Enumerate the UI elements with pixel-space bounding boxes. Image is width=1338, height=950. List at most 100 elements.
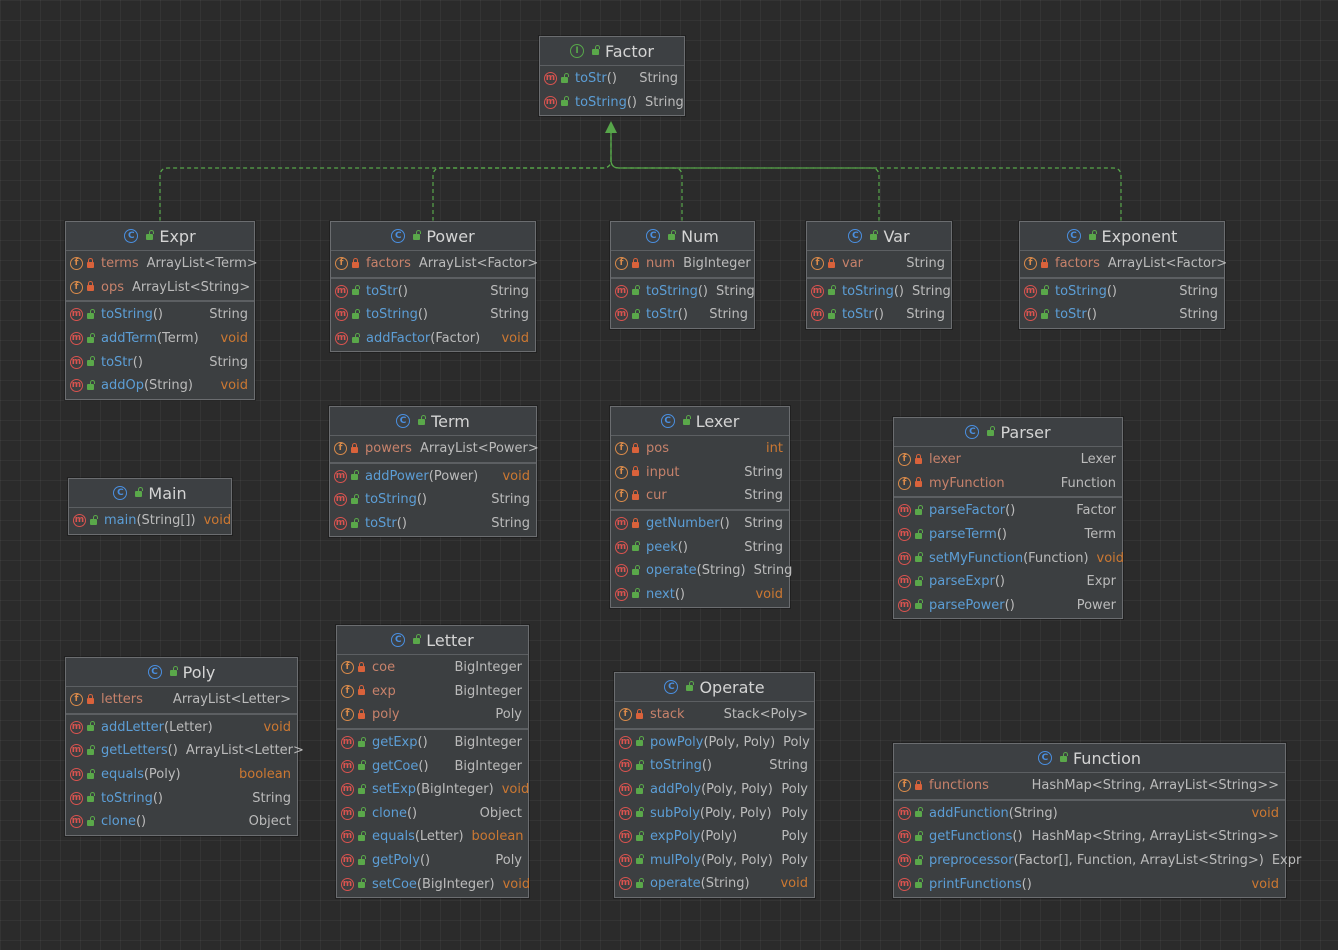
method-params: () [167, 743, 178, 759]
public-lock-icon [169, 666, 178, 676]
